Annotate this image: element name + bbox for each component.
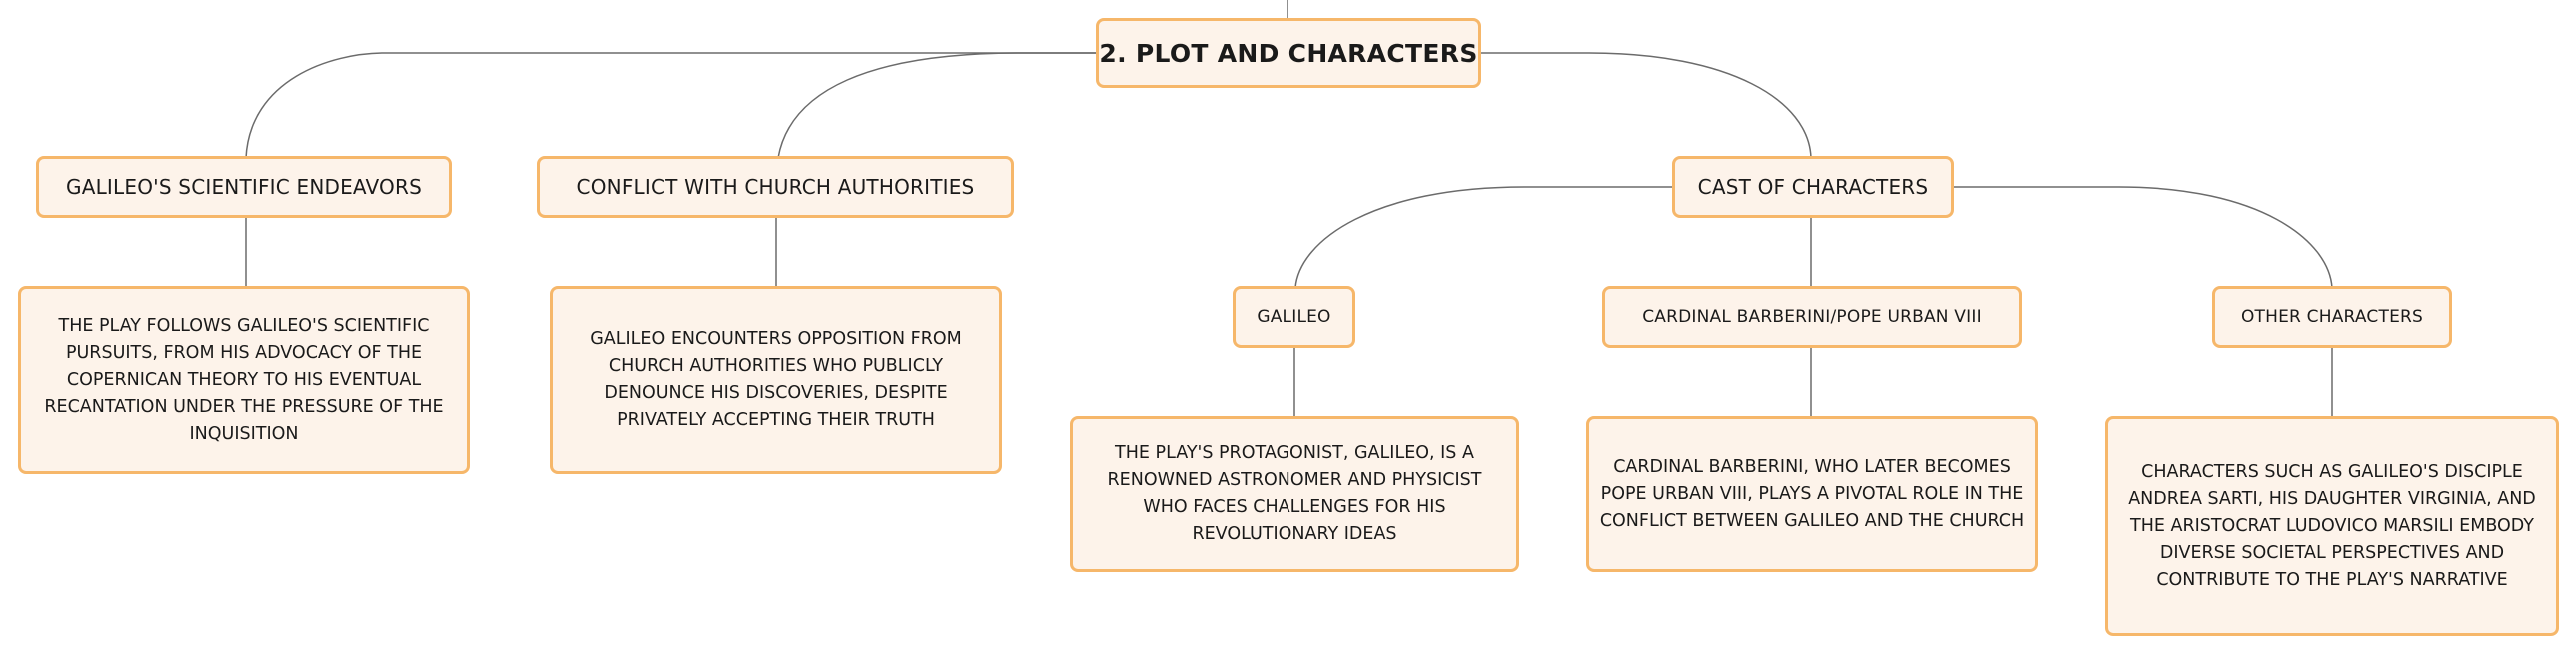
- topic-node-label: GALILEO'S SCIENTIFIC ENDEAVORS: [66, 175, 422, 199]
- subtopic-node-galileo[interactable]: GALILEO: [1233, 286, 1355, 348]
- subtopic-node-label: CARDINAL BARBERINI/POPE URBAN VIII: [1642, 307, 1982, 327]
- topic-node-cast-of-characters[interactable]: CAST OF CHARACTERS: [1672, 156, 1954, 218]
- description-text: THE PLAY'S PROTAGONIST, GALILEO, IS A RE…: [1107, 443, 1482, 544]
- connector-cast-to-other: [1952, 186, 2333, 289]
- topic-node-label: CONFLICT WITH CHURCH AUTHORITIES: [576, 175, 975, 199]
- connector-root-to-topic-1: [245, 52, 1098, 159]
- subtopic-node-label: GALILEO: [1257, 307, 1331, 327]
- connector-root-to-topic-2: [777, 52, 1098, 159]
- description-text: GALILEO ENCOUNTERS OPPOSITION FROM CHURC…: [590, 329, 962, 430]
- description-node-other-characters[interactable]: CHARACTERS SUCH AS GALILEO'S DISCIPLE AN…: [2105, 416, 2559, 636]
- description-text: CHARACTERS SUCH AS GALILEO'S DISCIPLE AN…: [2128, 461, 2536, 590]
- description-text: CARDINAL BARBERINI, WHO LATER BECOMES PO…: [1599, 456, 2025, 531]
- connector-cast-to-galileo: [1294, 186, 1675, 289]
- root-node[interactable]: 2. PLOT AND CHARACTERS: [1096, 18, 1481, 88]
- subtopic-node-label: OTHER CHARACTERS: [2240, 307, 2424, 327]
- description-node-scientific-endeavors[interactable]: THE PLAY FOLLOWS GALILEO'S SCIENTIFIC PU…: [18, 286, 470, 474]
- description-node-galileo[interactable]: THE PLAY'S PROTAGONIST, GALILEO, IS A RE…: [1070, 416, 1519, 572]
- root-node-label: 2. PLOT AND CHARACTERS: [1099, 38, 1478, 68]
- topic-node-scientific-endeavors[interactable]: GALILEO'S SCIENTIFIC ENDEAVORS: [36, 156, 452, 218]
- description-node-church-conflict[interactable]: GALILEO ENCOUNTERS OPPOSITION FROM CHURC…: [550, 286, 1002, 474]
- topic-node-church-conflict[interactable]: CONFLICT WITH CHURCH AUTHORITIES: [537, 156, 1014, 218]
- subtopic-node-other-characters[interactable]: OTHER CHARACTERS: [2212, 286, 2452, 348]
- description-node-barberini[interactable]: CARDINAL BARBERINI, WHO LATER BECOMES PO…: [1586, 416, 2038, 572]
- topic-node-label: CAST OF CHARACTERS: [1697, 175, 1929, 199]
- connector-root-to-topic-3: [1479, 52, 1812, 159]
- subtopic-node-barberini[interactable]: CARDINAL BARBERINI/POPE URBAN VIII: [1602, 286, 2022, 348]
- description-text: THE PLAY FOLLOWS GALILEO'S SCIENTIFIC PU…: [44, 315, 444, 444]
